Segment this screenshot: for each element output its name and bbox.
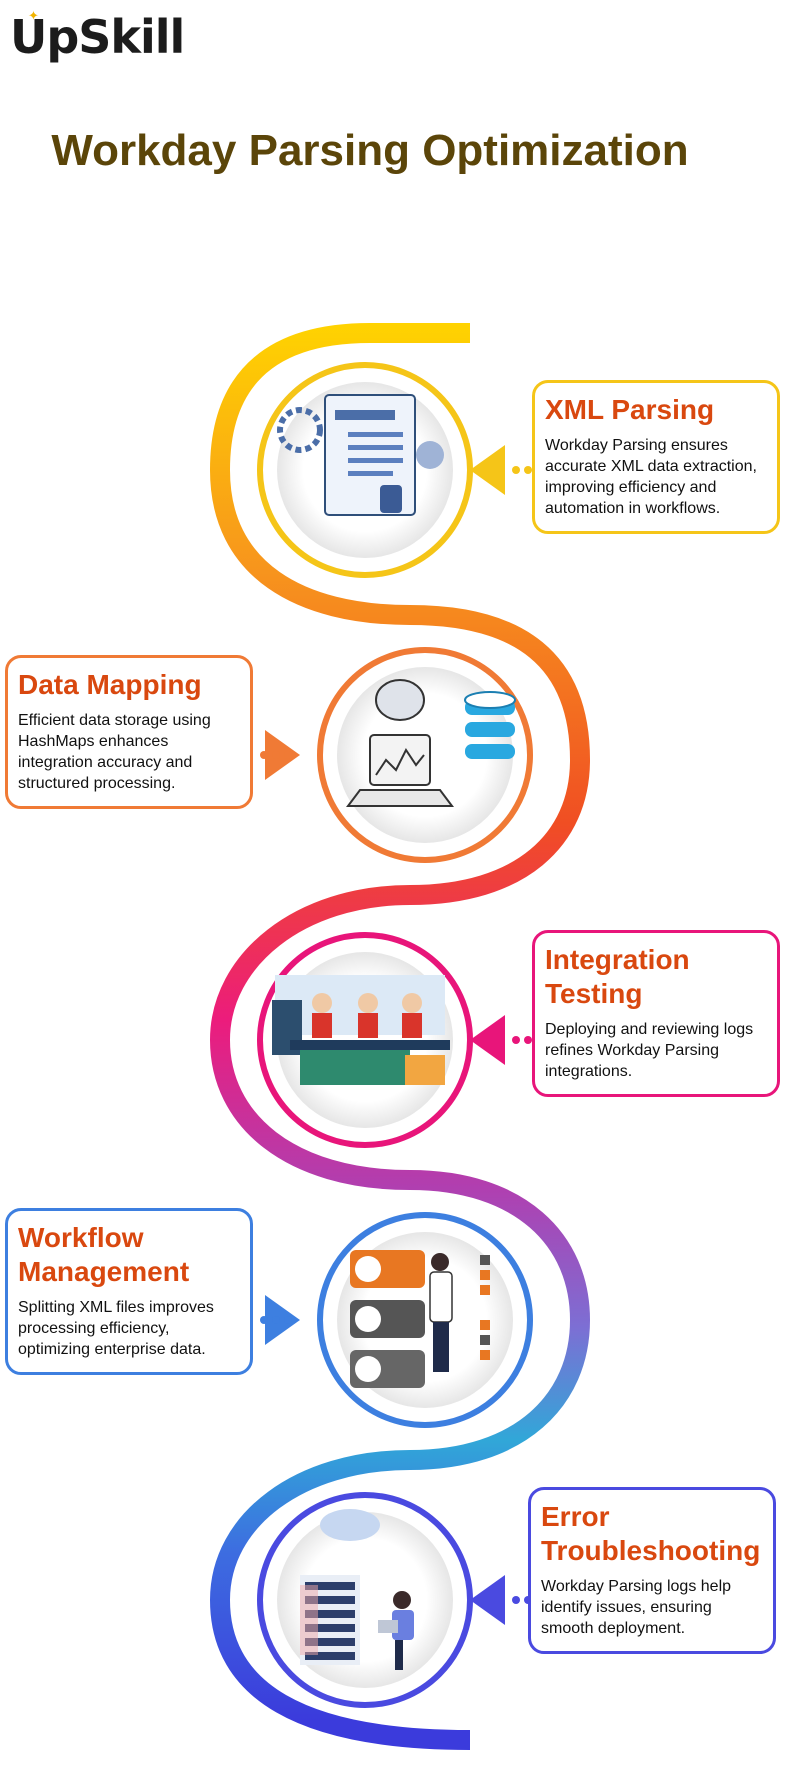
step-text: Workday Parsing logs help identify issue…: [541, 1578, 732, 1637]
step-card-data-mapping: Data Mapping Efficient data storage usin…: [5, 655, 253, 809]
page-title: Workday Parsing Optimization: [51, 126, 689, 175]
winding-path: [209, 323, 591, 1750]
logo-star-icon: ✦: [28, 8, 39, 23]
step-3-circle: [257, 932, 544, 1148]
step-card-integration-testing: Integration Testing Deploying and review…: [532, 930, 780, 1097]
step-4-circle: [260, 1212, 533, 1428]
step-text: Efficient data storage using HashMaps en…: [18, 712, 211, 792]
step-card-error-troubleshooting: Error Troubleshooting Workday Parsing lo…: [528, 1487, 776, 1654]
step-heading: Error Troubleshooting: [541, 1501, 761, 1566]
brand-logo: UpSkill: [10, 14, 185, 60]
step-card-xml-parsing: XML Parsing Workday Parsing ensures accu…: [532, 380, 780, 534]
brand-name: UpSkill: [10, 10, 185, 64]
step-1-circle: [257, 362, 544, 578]
step-heading: XML Parsing: [545, 394, 715, 425]
step-text: Deploying and reviewing logs refines Wor…: [545, 1021, 754, 1080]
step-text: Workday Parsing ensures accurate XML dat…: [545, 437, 757, 517]
step-heading: Integration Testing: [545, 944, 690, 1009]
step-heading: Data Mapping: [18, 669, 202, 700]
step-heading: Workflow Management: [18, 1222, 190, 1287]
step-text: Splitting XML files improves processing …: [18, 1299, 214, 1358]
step-2-circle: [260, 647, 533, 863]
step-card-workflow-management: Workflow Management Splitting XML files …: [5, 1208, 253, 1375]
step-5-circle: [257, 1492, 544, 1708]
